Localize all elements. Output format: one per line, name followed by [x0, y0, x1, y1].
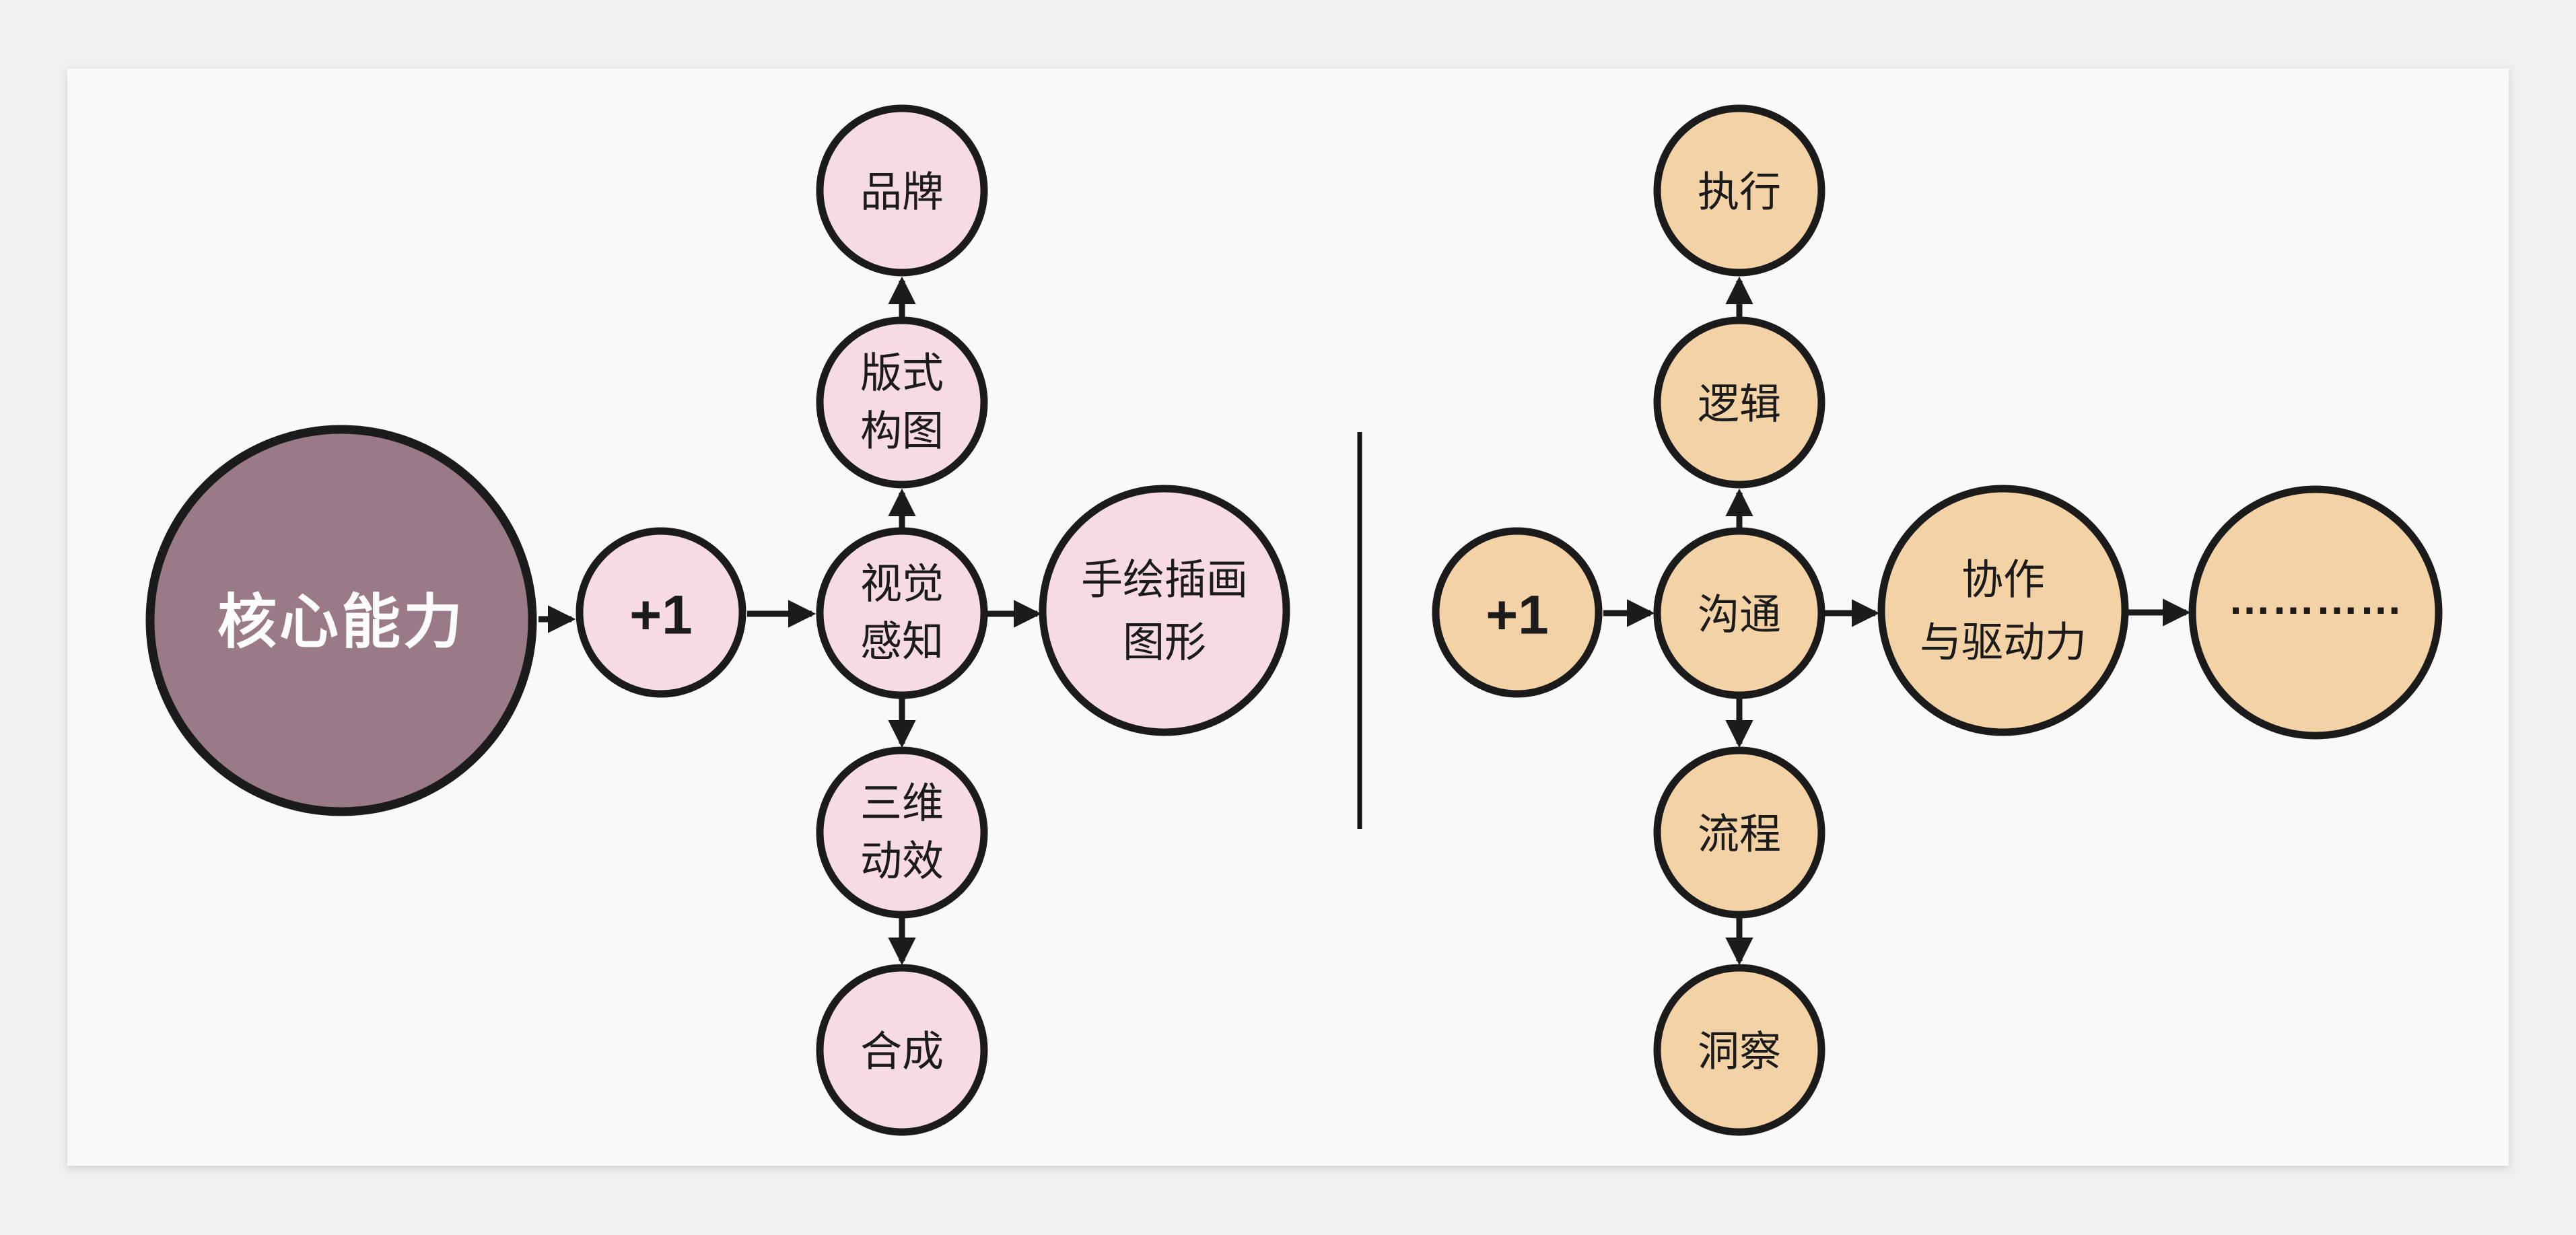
- logic-label: 逻辑: [1698, 382, 1781, 428]
- collaboration-label-line1: 协作: [1961, 557, 2045, 604]
- illustration-label-line1: 手绘插画: [1081, 557, 1248, 604]
- layout-composition-node: [816, 316, 988, 489]
- illustration-label-line2: 图形: [1123, 620, 1206, 666]
- layout-composition-label-line1: 版式: [860, 351, 944, 397]
- execution-label: 执行: [1698, 170, 1781, 216]
- collaboration-node: [1877, 485, 2129, 736]
- core-ability-node: [145, 425, 537, 816]
- plus-one-label-left: +1: [629, 585, 693, 646]
- process-node: [1653, 746, 1825, 919]
- three-d-motion-node: [816, 746, 988, 919]
- brand-label: 品牌: [860, 170, 944, 216]
- process-label: 流程: [1698, 812, 1781, 858]
- collaboration-label-line2: 与驱动力: [1920, 620, 2087, 666]
- plus-one-label-right: +1: [1486, 585, 1549, 646]
- ellipsis-label: …………: [2228, 575, 2403, 623]
- ellipsis-node: [2188, 485, 2443, 740]
- plus-one-node-left: [576, 527, 746, 698]
- compositing-label: 合成: [860, 1029, 944, 1075]
- core-ability-label: 核心能力: [217, 589, 465, 656]
- communication-label: 沟通: [1698, 592, 1781, 639]
- visual-perception-label-line2: 感知: [860, 619, 944, 666]
- visual-perception-label-line1: 视觉: [860, 561, 944, 608]
- execution-node: [1653, 104, 1825, 277]
- communication-node: [1653, 527, 1825, 699]
- logic-node: [1653, 316, 1825, 489]
- three-d-motion-label-line2: 动效: [860, 839, 944, 885]
- layout-composition-label-line2: 构图: [860, 409, 944, 455]
- compositing-node: [816, 964, 988, 1136]
- brand-node: [816, 104, 988, 277]
- insight-node: [1653, 964, 1825, 1136]
- illustration-node: [1039, 485, 1290, 736]
- insight-label: 洞察: [1698, 1029, 1781, 1075]
- visual-perception-node: [816, 527, 988, 699]
- plus-one-node-right: [1432, 527, 1603, 698]
- three-d-motion-label-line1: 三维: [860, 781, 944, 827]
